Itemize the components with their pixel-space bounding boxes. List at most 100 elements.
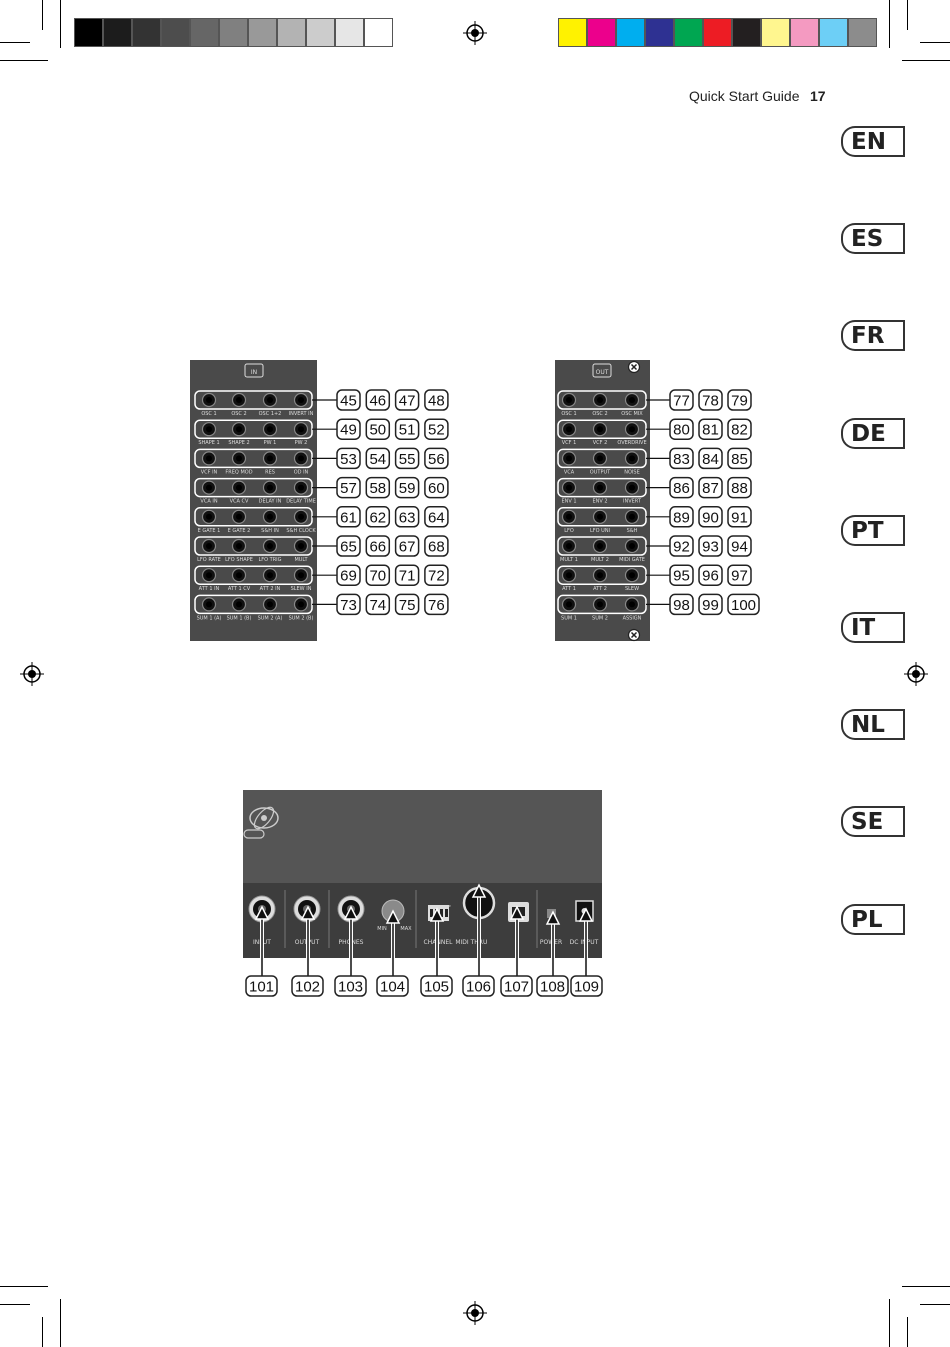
jack-hole-icon xyxy=(597,572,603,579)
jack-label: SHAPE 2 xyxy=(228,440,249,446)
dip-switch-lever xyxy=(440,909,443,917)
callout-box xyxy=(570,975,603,997)
jack-hole-icon xyxy=(629,543,635,549)
color-swatch xyxy=(732,18,761,47)
callout-box xyxy=(424,593,449,616)
jack-label: LFO RATE xyxy=(197,557,221,563)
jack-label: SLEW xyxy=(625,586,639,592)
callout-number: 91 xyxy=(731,509,748,526)
jack-hole-icon xyxy=(267,484,273,491)
callout-box xyxy=(424,564,449,586)
callout-box xyxy=(727,506,752,528)
color-swatch xyxy=(616,18,645,47)
callout-number: 86 xyxy=(673,480,690,497)
jack-hole-icon xyxy=(298,426,304,433)
jack-hole-icon xyxy=(206,397,212,403)
callout-box xyxy=(394,447,420,470)
close-icon-stroke xyxy=(630,631,638,639)
jack-hole-icon xyxy=(206,572,212,579)
jack-hole-icon xyxy=(566,426,572,433)
callout-number: 45 xyxy=(340,393,357,410)
jack-label: MULT xyxy=(294,557,308,563)
callout-box xyxy=(394,476,420,499)
jack-label: LFO xyxy=(564,528,574,534)
jack-label: ATT 1 CV xyxy=(228,586,251,592)
jack-label: VCA IN xyxy=(200,499,217,505)
callout-number: 58 xyxy=(369,480,386,497)
jack-hole-icon xyxy=(236,572,242,579)
jack-label: ATT 1 IN xyxy=(199,586,220,592)
callout-number: 59 xyxy=(399,480,416,497)
callout-number: 61 xyxy=(340,509,357,526)
callout-number: 76 xyxy=(428,597,445,614)
jack-hole-icon xyxy=(566,543,572,549)
color-swatch xyxy=(558,18,587,47)
registration-target-icon xyxy=(904,662,928,686)
callout-box xyxy=(669,447,694,470)
callout-box xyxy=(727,593,760,616)
jack-label: OSC 2 xyxy=(592,411,607,417)
callout-box xyxy=(424,389,449,411)
jack-label: SUM 2 xyxy=(592,615,608,621)
arrow-head-icon xyxy=(429,907,445,922)
callout-number: 77 xyxy=(673,393,690,410)
jack-label: VCF IN xyxy=(201,469,218,475)
jack-hole-icon xyxy=(267,572,273,579)
callout-box xyxy=(365,564,391,586)
arrow-head-icon xyxy=(545,910,561,925)
callout-box xyxy=(698,447,723,470)
jack-hole-icon xyxy=(298,572,304,579)
callout-box xyxy=(698,593,723,616)
jack-label: DELAY TIME xyxy=(286,499,316,505)
callout-box xyxy=(698,389,723,411)
jack-label: OSC 2 xyxy=(231,411,246,417)
jack-label: OSC 1 xyxy=(561,411,576,417)
callout-box xyxy=(376,975,409,997)
callout-box xyxy=(394,418,420,440)
callout-number: 103 xyxy=(338,979,363,996)
callout-number: 87 xyxy=(702,480,719,497)
jack-label: MULT 1 xyxy=(560,557,578,563)
jack-hole-icon xyxy=(566,601,572,608)
color-swatch xyxy=(674,18,703,47)
callout-number: 100 xyxy=(731,597,756,614)
callout-box xyxy=(336,535,361,557)
jack-label: VCF 1 xyxy=(562,440,577,446)
panel-title-badge xyxy=(244,363,264,378)
callout-number: 49 xyxy=(340,422,357,439)
gray-swatch xyxy=(335,18,364,47)
header-title: Quick Start Guide xyxy=(689,88,800,104)
jack-hole-icon xyxy=(236,426,242,433)
jack-label: DELAY IN xyxy=(259,499,282,505)
callout-number: 90 xyxy=(702,509,719,526)
language-tab-en: EN xyxy=(841,126,905,157)
callout-number: 82 xyxy=(731,422,748,439)
gray-swatch xyxy=(132,18,161,47)
callout-box xyxy=(698,506,723,528)
registration-target-icon xyxy=(20,662,44,686)
off-label: OFF xyxy=(441,905,451,911)
color-swatch xyxy=(645,18,674,47)
callout-number: 60 xyxy=(428,480,445,497)
jack-hole-icon xyxy=(236,543,242,549)
callout-number: 105 xyxy=(424,979,449,996)
panel-title: OUT xyxy=(596,369,609,376)
language-tab-pt: PT xyxy=(841,514,905,546)
rear-diagram: INPUTOUTPUTPHONESCHANNELMIDITHRUPOWERDC … xyxy=(245,883,603,997)
callout-box xyxy=(727,476,752,499)
callout-number: 89 xyxy=(673,509,690,526)
callout-box xyxy=(365,389,391,411)
callout-box xyxy=(365,418,391,440)
jack-label: OVERDRIVE xyxy=(617,440,646,446)
jack-hole-icon xyxy=(267,455,273,462)
callout-number: 107 xyxy=(504,979,529,996)
callout-number: 98 xyxy=(673,597,690,614)
callout-box xyxy=(669,506,694,528)
jack-label: PW 1 xyxy=(264,440,277,446)
midi-label: MIDI xyxy=(455,939,469,946)
page-number: 17 xyxy=(810,88,826,104)
jack-hole-icon xyxy=(597,397,603,403)
callout-number: 63 xyxy=(399,509,416,526)
callout-box xyxy=(698,418,723,440)
jack-label: OSC 1+2 xyxy=(259,411,282,417)
